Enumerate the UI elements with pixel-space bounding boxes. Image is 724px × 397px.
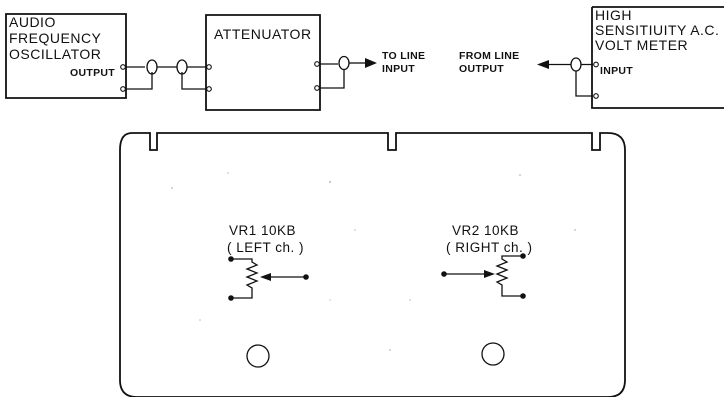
voltmeter-terminal-ground [593,93,599,99]
voltmeter-terminal-hot [593,61,599,68]
attenuator-block: ATTENUATOR [205,14,321,111]
attenuator-input-hot [206,64,212,70]
oscillator-output-label: OUTPUT [70,67,115,79]
attenuator-label: ATTENUATOR [214,26,312,42]
attenuator-output-probe [319,55,377,89]
vr2-channel: ( RIGHT ch. ) [446,240,533,255]
oscillator-block: AUDIO FREQUENCY OSCILLATOR OUTPUT [5,13,127,99]
mounting-hole-right [481,342,505,366]
to-line-label-2: INPUT [382,63,415,75]
voltmeter-label-line3: VOLT METER [595,37,688,53]
vr2-wiper-arrow-icon [484,270,495,278]
attenuator-output-ground [314,85,320,91]
oscillator-terminal-hot [120,64,126,70]
from-line-label-1: FROM LINE [459,50,519,62]
voltmeter-label-line1: HIGH [595,7,632,23]
voltmeter-label-line2: SENSITIUITY A.C. [595,22,719,38]
from-line-label-2: OUTPUT [459,63,504,75]
from-line-arrow-icon [537,60,549,69]
vr2-name: VR2 10KB [452,223,519,238]
voltmeter-block: HIGH SENSITIUITY A.C. VOLT METER INPUT [591,6,724,109]
oscillator-terminal-ground [120,86,126,92]
to-line-label-1: TO LINE [382,50,425,62]
oscillator-label-line2: FREQUENCY [9,30,102,46]
oscillator-label-line3: OSCILLATOR [9,46,101,62]
attenuator-output-hot [314,61,320,67]
pc-board [119,132,626,397]
to-line-arrow-icon [365,58,377,68]
mounting-hole-left [246,344,270,368]
voltmeter-input-probe [537,57,593,97]
vr1-wiper-arrow-icon [260,273,271,281]
voltmeter-input-label: INPUT [600,65,633,77]
vr2-potentiometer: VR2 10KB ( RIGHT ch. ) [441,223,532,299]
vr1-channel: ( LEFT ch. ) [227,240,304,255]
osc-to-attenuator-cable [125,59,207,90]
oscillator-label-line1: AUDIO [9,14,56,30]
vr1-name: VR1 10KB [229,223,296,238]
vr1-potentiometer: VR1 10KB ( LEFT ch. ) [227,223,309,301]
attenuator-input-ground [206,86,212,92]
